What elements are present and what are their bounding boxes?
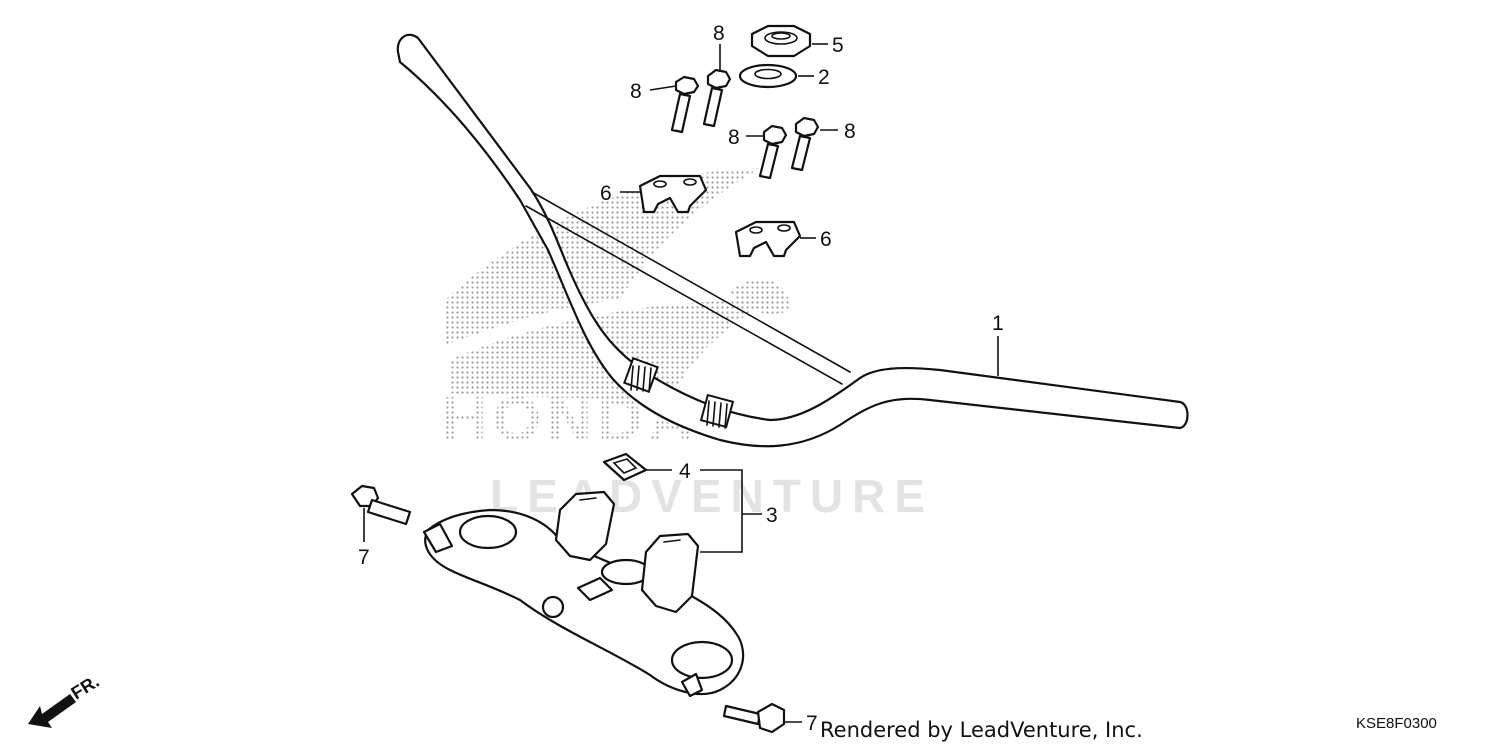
- callout-6-upper-left: 6: [600, 182, 612, 205]
- callout-2: 2: [818, 66, 830, 89]
- rendered-by-credit: Rendered by LeadVenture, Inc.: [820, 718, 1143, 742]
- bolt-7-left-shape: [350, 484, 412, 526]
- callout-8-c: 8: [728, 126, 740, 149]
- callout-8-b: 8: [713, 22, 725, 45]
- callout-5: 5: [832, 34, 844, 57]
- callout-8-d: 8: [844, 120, 856, 143]
- callout-7-bottom: 7: [806, 712, 818, 735]
- holder-upper-left-shape: [638, 174, 708, 214]
- handlebar: [396, 33, 1189, 448]
- bolt-7-bottom-shape: [722, 702, 786, 734]
- leader-lines: [363, 43, 999, 723]
- nut: [750, 24, 812, 58]
- washer: [738, 63, 798, 89]
- callout-6-upper-right: 6: [820, 228, 832, 251]
- callout-4: 4: [679, 460, 691, 483]
- bolt-8-b-shape: [702, 68, 732, 128]
- callout-7-left: 7: [358, 546, 370, 569]
- bridge: [422, 490, 745, 698]
- bolt-8-c-shape: [758, 124, 788, 180]
- front-arrow-icon: [28, 694, 76, 728]
- leadventure-watermark: LEADVENTURE: [490, 470, 934, 522]
- bolt-8-a-shape: [670, 75, 700, 134]
- callout-8-a: 8: [630, 80, 642, 103]
- callout-1: 1: [992, 312, 1004, 335]
- knurl-right: [699, 393, 735, 429]
- bolt-8-d-shape: [790, 116, 820, 172]
- holder-upper-right-shape: [734, 220, 802, 258]
- callout-3: 3: [766, 504, 778, 527]
- diagram-code: KSE8F0300: [1356, 715, 1437, 732]
